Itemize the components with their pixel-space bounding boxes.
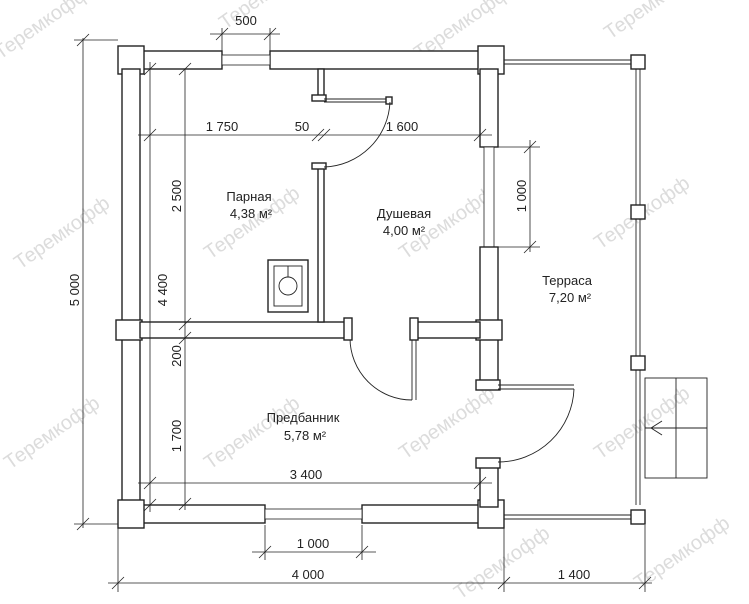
- dim-inner-height: 4 400: [155, 274, 170, 307]
- room-terrasa-name: Терраса: [542, 273, 593, 288]
- room-predbannik-area: 5,78 м²: [284, 428, 327, 443]
- watermark-9: Теремкофф: [0, 392, 104, 474]
- watermark-1: Теремкофф: [0, 0, 94, 64]
- walls: [115, 45, 505, 529]
- watermark-13: Теремкофф: [450, 522, 554, 604]
- dim-total-width: 4 000: [292, 567, 325, 582]
- dim-dush-width: 1 600: [386, 119, 419, 134]
- dim-parnaya-depth: 2 500: [169, 180, 184, 213]
- dimension-lines: [74, 27, 652, 592]
- room-terrasa-area: 7,20 м²: [549, 290, 592, 305]
- stove: [267, 259, 309, 313]
- room-dushevaya-area: 4,00 м²: [383, 223, 426, 238]
- room-parnaya-name: Парная: [226, 189, 271, 204]
- dim-terrace-width: 1 400: [558, 567, 591, 582]
- watermark-12: Теремкофф: [590, 382, 694, 464]
- dim-bottom-window: 1 000: [297, 536, 330, 551]
- terrace: [504, 54, 708, 525]
- dim-partition: 50: [295, 119, 309, 134]
- dim-top-window: 500: [235, 13, 257, 28]
- dim-predbannik-width: 3 400: [290, 467, 323, 482]
- room-parnaya-area: 4,38 м²: [230, 206, 273, 221]
- room-labels: Парная 4,38 м² Душевая 4,00 м² Терраса 7…: [226, 189, 592, 443]
- dim-predbannik-depth: 1 700: [169, 420, 184, 453]
- watermark-2: Теремкофф: [215, 0, 319, 34]
- dim-total-depth: 5 000: [67, 274, 82, 307]
- doors: [311, 94, 575, 463]
- dim-gap: 200: [169, 345, 184, 367]
- room-dushevaya-name: Душевая: [377, 206, 431, 221]
- watermark-11: Теремкофф: [395, 382, 499, 464]
- bottom-window: [264, 508, 363, 520]
- top-window: [221, 54, 271, 66]
- dim-parnaya-width: 1 750: [206, 119, 239, 134]
- room-predbannik-name: Предбанник: [267, 410, 340, 425]
- watermark-5: Теремкофф: [10, 192, 114, 274]
- watermark-4: Теремкофф: [600, 0, 704, 44]
- dim-window-right: 1 000: [514, 180, 529, 213]
- right-window: [483, 146, 495, 248]
- dimension-labels: 500 1 750 50 1 600 2 500 4 400 5 000 1 0…: [67, 13, 590, 582]
